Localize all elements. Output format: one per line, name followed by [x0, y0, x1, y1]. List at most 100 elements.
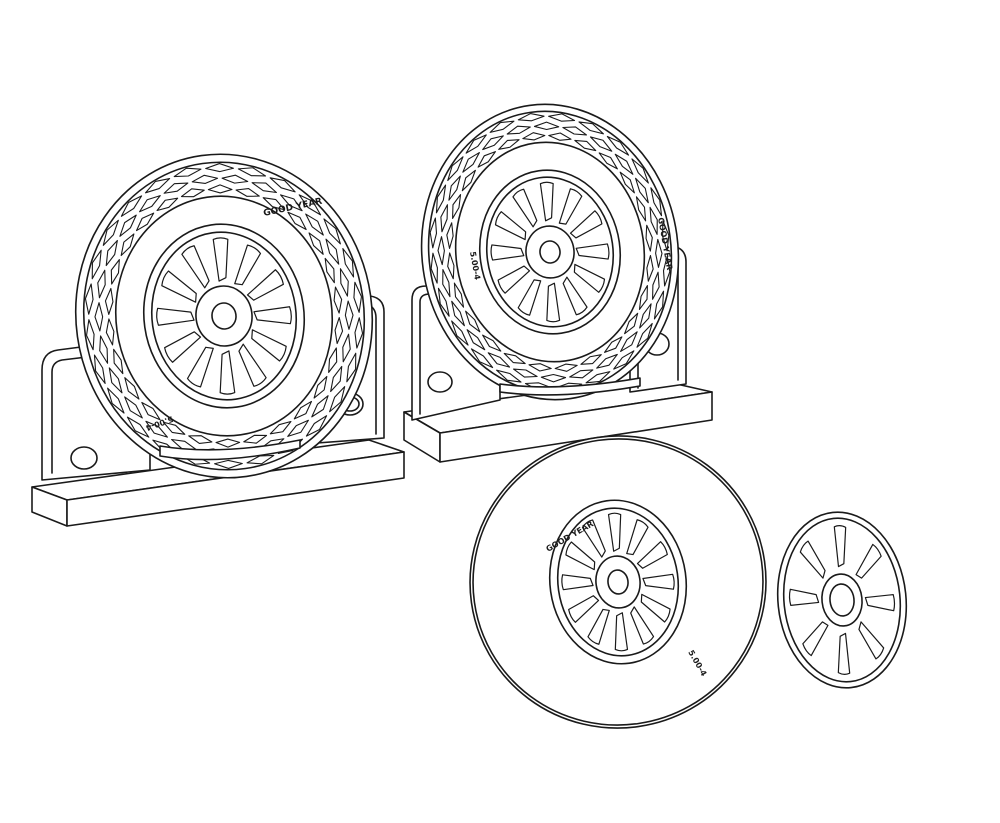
spoke-slot: [156, 307, 195, 326]
spoke-slot: [864, 594, 896, 612]
tread-block: [102, 219, 119, 246]
hub-cover-disc: [776, 511, 908, 689]
tread-block: [548, 113, 576, 122]
spoke-slot: [181, 245, 210, 289]
hub: [595, 555, 641, 609]
spoke-slot: [234, 244, 262, 286]
tread-block: [84, 283, 94, 315]
tread-block: [113, 348, 124, 375]
tread-block: [313, 375, 328, 399]
right-wheel: GOOD YEAR 5.00-4: [420, 103, 680, 401]
spoke-slot: [219, 350, 236, 395]
tread-block: [188, 435, 213, 445]
left-wheel: GOOD YEAR 5.00-4: [74, 153, 374, 479]
tread-block: [287, 419, 309, 437]
tread-block: [606, 135, 630, 156]
tread-block: [305, 213, 324, 236]
spoke-slot: [642, 573, 675, 590]
tread-block: [662, 220, 670, 252]
diamond-tread: [429, 113, 671, 391]
tread-block: [645, 224, 653, 252]
spoke-slot: [561, 574, 594, 591]
spoke-slot: [497, 265, 531, 294]
tread-block: [528, 363, 552, 372]
tread-block: [649, 206, 658, 235]
tread-block: [105, 239, 118, 267]
smooth-wheel: GOOD YEAR 5.00-4: [469, 435, 767, 729]
tread-block: [163, 182, 189, 194]
spoke-slot: [799, 540, 826, 579]
tread-block: [522, 132, 546, 141]
tread-block: [646, 255, 654, 282]
cover-slots: [788, 525, 896, 675]
tread-block: [580, 354, 602, 365]
tread-block: [453, 282, 465, 308]
tread-block: [344, 300, 354, 330]
tread-block: [262, 197, 286, 211]
diamond-tread: [84, 163, 364, 469]
tread-block: [466, 329, 486, 351]
spoke-slot: [246, 269, 284, 301]
spoke-slot: [212, 237, 229, 282]
tread-block: [298, 194, 322, 216]
tread-block: [448, 175, 461, 201]
spoke-slots: [156, 237, 292, 395]
spoke-slot: [630, 606, 655, 645]
tread-block: [107, 387, 125, 414]
tread-block: [639, 303, 652, 329]
tread-block: [120, 233, 135, 257]
tread-block: [574, 139, 597, 152]
tread-block: [437, 236, 445, 266]
tread-block: [503, 352, 526, 365]
spoke-slot: [490, 244, 525, 261]
tread-block: [334, 317, 344, 345]
tread-block: [207, 184, 233, 194]
tread-block: [308, 232, 324, 255]
tread-block: [604, 336, 623, 353]
tread-block: [446, 222, 454, 249]
tread-block: [435, 184, 447, 214]
rim: [478, 169, 622, 335]
tread-block: [162, 421, 186, 435]
tread-block: [97, 269, 106, 299]
spoke-slot: [855, 543, 882, 579]
tread-block: [235, 187, 260, 197]
tread-block: [293, 400, 312, 420]
tread-block: [506, 125, 531, 135]
tread-block: [517, 113, 545, 122]
tread-block: [215, 438, 241, 448]
tread-block: [598, 152, 618, 170]
tread-block: [120, 195, 143, 217]
tread-block: [91, 249, 102, 280]
tread-block: [554, 363, 578, 372]
tread-block: [105, 318, 115, 346]
tread-block: [94, 302, 104, 332]
spoke-slot: [575, 243, 610, 260]
spoke-slot: [558, 188, 583, 225]
tread-block: [108, 367, 123, 394]
tread-block: [662, 255, 671, 287]
spoke-slot: [640, 593, 671, 623]
tread-block: [620, 331, 638, 352]
tread-block: [540, 373, 567, 383]
spoke-slot: [581, 519, 606, 558]
tread-block: [635, 196, 647, 222]
tread-block: [330, 365, 343, 393]
spoke-slot: [186, 346, 214, 388]
tread-block: [487, 352, 511, 368]
tread-block: [589, 136, 613, 152]
tread-block: [498, 139, 520, 150]
tread-block: [465, 134, 487, 154]
tread-block: [437, 287, 450, 317]
tread-block: [447, 252, 455, 280]
spoke-slot: [833, 525, 847, 568]
tread-block: [652, 271, 660, 300]
tread-block: [342, 248, 355, 278]
tread-block: [430, 252, 438, 284]
tread-block: [354, 317, 364, 349]
spoke-slot: [164, 331, 202, 363]
spoke-slot: [626, 519, 649, 556]
rim: [548, 499, 688, 665]
tread-block: [655, 238, 663, 268]
